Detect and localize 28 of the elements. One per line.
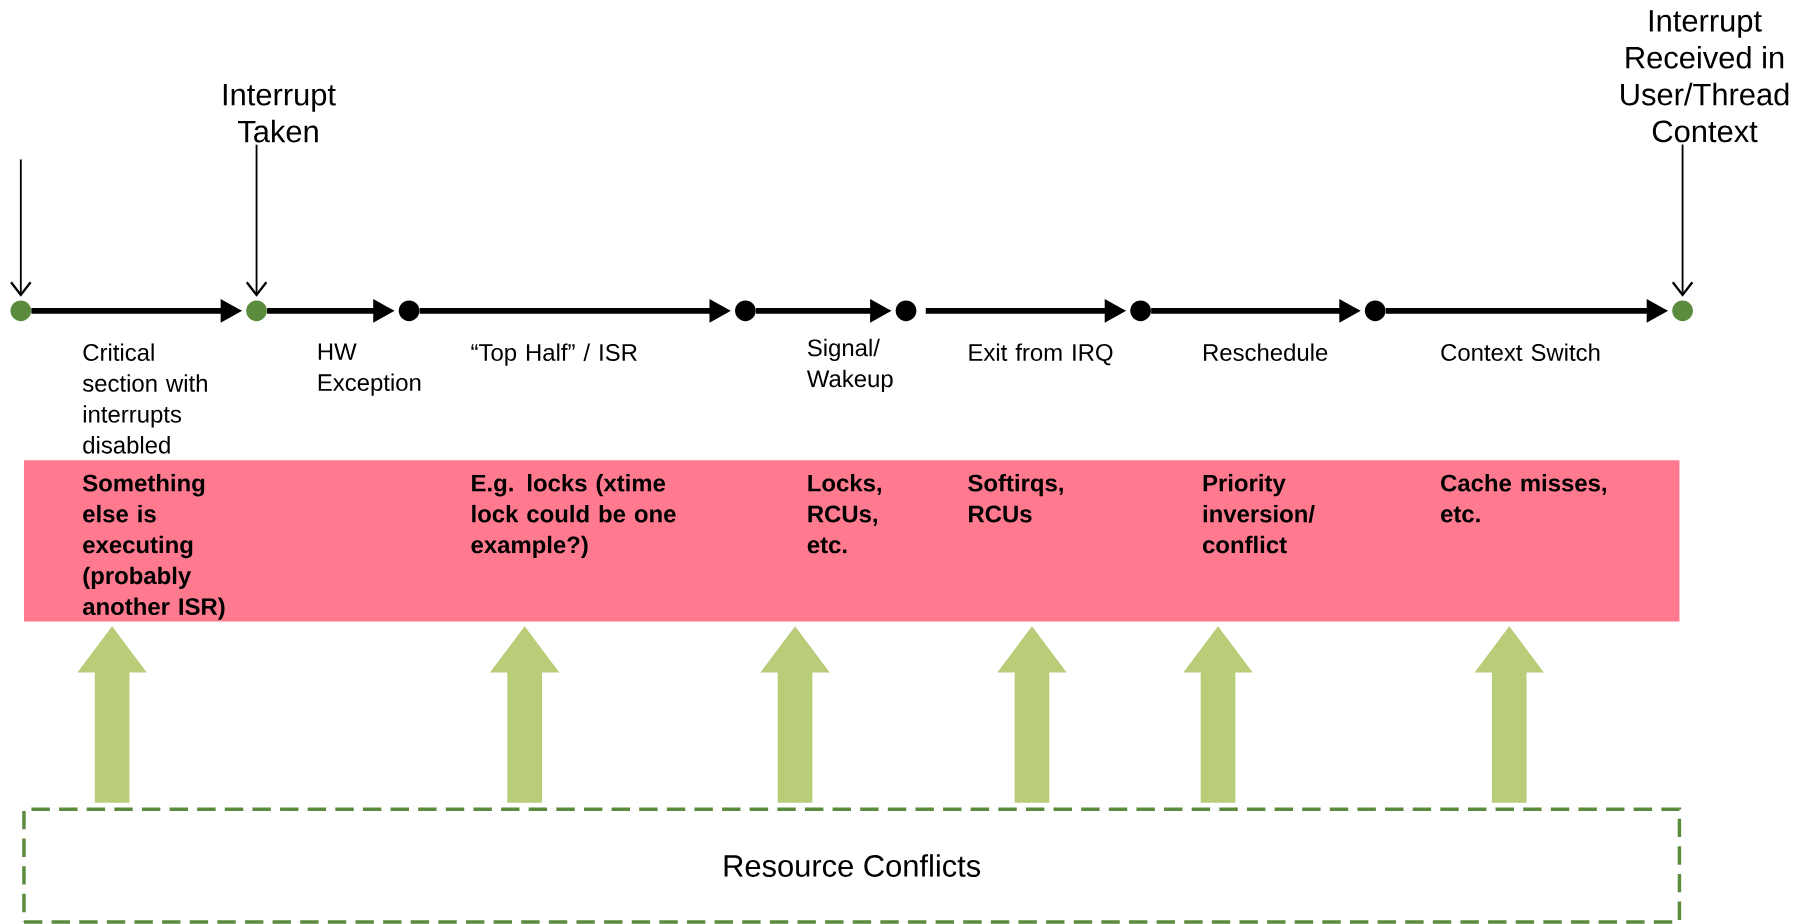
conflict-band: Something else is executing (probably another ISR) E.g. locks (xtime lock could be one example?) Locks, RCUs, etc. Softirqs, RCUs Priority inversion/ conflict Cache misses, etc. [23, 460, 1680, 622]
block-arrow [997, 626, 1067, 803]
event-label: Interrupt Received in User/Thread Context [1621, 10, 1789, 143]
arrow [10, 158, 32, 297]
arrow [1671, 143, 1694, 297]
block-arrow [760, 626, 830, 803]
timeline-dot [246, 300, 267, 321]
segment-label: Reschedule [1204, 343, 1328, 361]
block-arrow [1474, 626, 1544, 803]
segment-label: “Top Half” / ISR [471, 343, 637, 366]
segment-label: Signal/ Wakeup [806, 338, 893, 392]
block-arrow [1183, 626, 1253, 803]
segment-label: Critical section with interrupts disabled [82, 343, 207, 454]
block-arrow [490, 626, 560, 803]
segment-label: Exit from IRQ [969, 343, 1113, 366]
segment-label: HW Exception [318, 343, 421, 396]
timeline-dot [10, 300, 32, 321]
arrow [245, 143, 268, 297]
segment-label: Context Switch [1441, 343, 1600, 361]
timeline-dot [1364, 300, 1386, 321]
timeline-dot [895, 300, 917, 321]
block-arrow [77, 626, 147, 803]
timeline-dot [1672, 300, 1693, 321]
timeline-dot [398, 300, 420, 321]
timeline-dot [1130, 300, 1151, 321]
timeline-dot [735, 300, 756, 321]
resource-box: Resource Conflicts [22, 807, 1682, 924]
event-label: Interrupt Taken [223, 83, 336, 143]
